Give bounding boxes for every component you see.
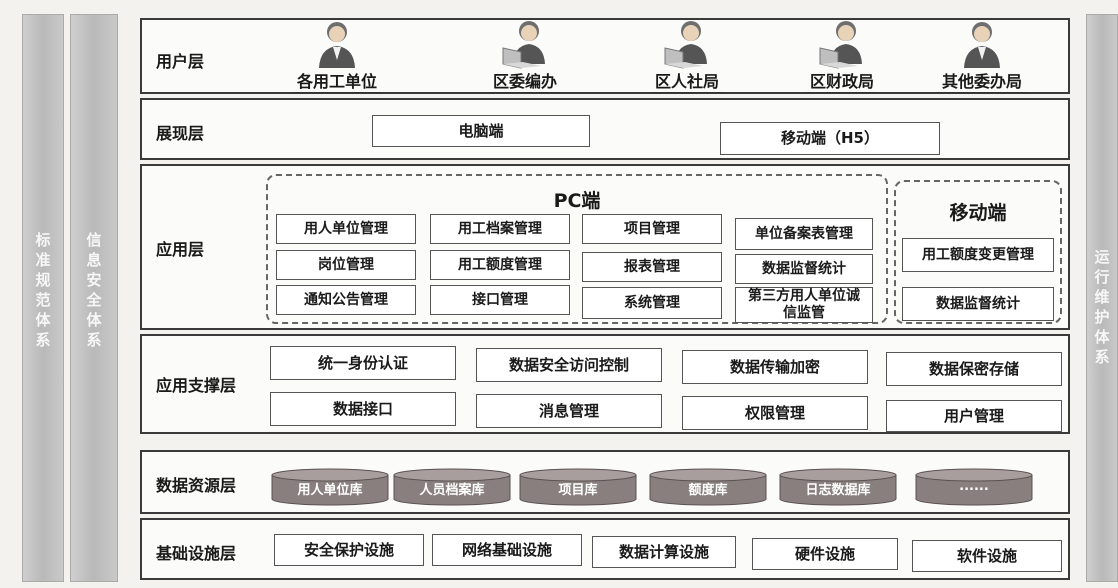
standards-label: 标准规范体系 bbox=[35, 231, 51, 349]
mobile-group-title: 移动端 bbox=[949, 202, 1007, 224]
database-icon bbox=[519, 468, 637, 506]
pc-client-box: 电脑端 bbox=[372, 115, 590, 147]
user-name: 其他委办局 bbox=[937, 68, 1026, 93]
user-name: 区委编办 bbox=[488, 68, 561, 93]
support-item: 数据安全访问控制 bbox=[476, 348, 662, 382]
application-layer-title: 应用层 bbox=[156, 240, 205, 259]
infra-item: 软件设施 bbox=[912, 540, 1062, 572]
pc-module: 用人单位管理 bbox=[276, 214, 416, 244]
person-icon bbox=[319, 22, 355, 68]
support-item: 权限管理 bbox=[682, 396, 868, 430]
database-cylinder: 人员档案库 bbox=[392, 467, 512, 506]
database-label: 日志数据库 bbox=[805, 483, 871, 498]
pc-module: 数据监督统计 bbox=[735, 254, 873, 284]
infra-item: 数据计算设施 bbox=[592, 536, 736, 568]
mobile-module: 数据监督统计 bbox=[902, 287, 1054, 321]
support-item: 数据保密存储 bbox=[886, 352, 1062, 386]
database-label: 额度库 bbox=[688, 483, 728, 498]
infra-layer-title: 基础设施层 bbox=[156, 544, 237, 563]
support-layer: 应用支撑层 统一身份认证 数据安全访问控制 数据传输加密 数据保密存储 数据接口… bbox=[140, 334, 1070, 434]
database-cylinder: 项目库 bbox=[518, 467, 638, 506]
person-icon bbox=[964, 22, 1000, 68]
person-laptop-icon bbox=[664, 21, 707, 69]
pc-module: 接口管理 bbox=[430, 285, 570, 315]
presentation-layer: 展现层 电脑端 移动端（H5） bbox=[140, 98, 1070, 160]
database-label: 人员档案库 bbox=[419, 483, 485, 498]
pc-module: 单位备案表管理 bbox=[735, 218, 873, 250]
pc-group-title: PC端 bbox=[553, 190, 601, 212]
presentation-layer-title: 展现层 bbox=[156, 124, 205, 143]
mobile-client-box: 移动端（H5） bbox=[720, 122, 940, 155]
user-unit: 各用工单位 bbox=[277, 18, 397, 93]
user-unit: 区财政局 bbox=[782, 18, 902, 93]
security-label: 信息安全体系 bbox=[86, 231, 102, 349]
user-name: 区财政局 bbox=[805, 68, 878, 93]
user-unit: 区委编办 bbox=[465, 18, 585, 93]
pc-module: 通知公告管理 bbox=[276, 285, 416, 315]
database-label: 项目库 bbox=[558, 483, 598, 498]
pc-module: 用工档案管理 bbox=[430, 214, 570, 244]
database-cylinder: 用人单位库 bbox=[270, 467, 390, 506]
pc-module-group bbox=[266, 174, 888, 324]
user-name: 各用工单位 bbox=[292, 68, 381, 93]
pc-module: 用工额度管理 bbox=[430, 250, 570, 280]
database-cylinder: 额度库 bbox=[648, 467, 768, 506]
database-icon bbox=[271, 468, 389, 506]
user-layer: 用户层 各用工单位 区委编办 区人社局 区财政局 bbox=[140, 18, 1070, 94]
person-laptop-icon bbox=[502, 21, 545, 69]
pc-module: 系统管理 bbox=[582, 287, 722, 319]
infra-item: 硬件设施 bbox=[752, 538, 898, 570]
user-unit: 其他委办局 bbox=[922, 18, 1042, 93]
support-item: 消息管理 bbox=[476, 394, 662, 428]
database-label: 用人单位库 bbox=[297, 483, 363, 498]
database-label: ...... bbox=[959, 479, 989, 494]
security-panel: 信息安全体系 bbox=[70, 14, 118, 582]
standards-panel: 标准规范体系 bbox=[22, 14, 64, 582]
person-laptop-icon bbox=[819, 21, 862, 69]
database-icon bbox=[393, 468, 511, 506]
application-layer: 应用层 PC端 用人单位管理 用工档案管理 项目管理 单位备案表管理 岗位管理 … bbox=[140, 164, 1070, 330]
support-item: 统一身份认证 bbox=[270, 346, 456, 380]
user-name: 区人社局 bbox=[650, 68, 723, 93]
pc-module: 岗位管理 bbox=[276, 250, 416, 280]
mobile-module: 用工额度变更管理 bbox=[902, 238, 1054, 272]
pc-module: 报表管理 bbox=[582, 252, 722, 282]
pc-module: 项目管理 bbox=[582, 214, 722, 244]
operations-panel: 运行维护体系 bbox=[1086, 14, 1118, 582]
support-layer-title: 应用支撑层 bbox=[156, 376, 237, 395]
database-icon bbox=[915, 468, 1033, 506]
support-item: 数据传输加密 bbox=[682, 350, 868, 384]
user-unit: 区人社局 bbox=[627, 18, 747, 93]
mobile-module-group bbox=[894, 180, 1062, 324]
data-layer-title: 数据资源层 bbox=[156, 476, 237, 495]
database-icon bbox=[649, 468, 767, 506]
user-layer-title: 用户层 bbox=[156, 52, 205, 71]
database-icon bbox=[779, 468, 897, 506]
database-cylinder: ...... bbox=[914, 467, 1034, 506]
support-item: 用户管理 bbox=[886, 400, 1062, 432]
infra-item: 网络基础设施 bbox=[432, 534, 582, 566]
database-cylinder: 日志数据库 bbox=[778, 467, 898, 506]
infra-layer: 基础设施层 安全保护设施 网络基础设施 数据计算设施 硬件设施 软件设施 bbox=[140, 518, 1070, 580]
pc-module: 第三方用人单位诚信监管 bbox=[735, 287, 873, 323]
support-item: 数据接口 bbox=[270, 392, 456, 426]
infra-item: 安全保护设施 bbox=[274, 534, 424, 566]
operations-label: 运行维护体系 bbox=[1094, 248, 1110, 366]
data-layer: 数据资源层 用人单位库 人员档案库 项目库 额度库 日志数据库...... bbox=[140, 450, 1070, 514]
